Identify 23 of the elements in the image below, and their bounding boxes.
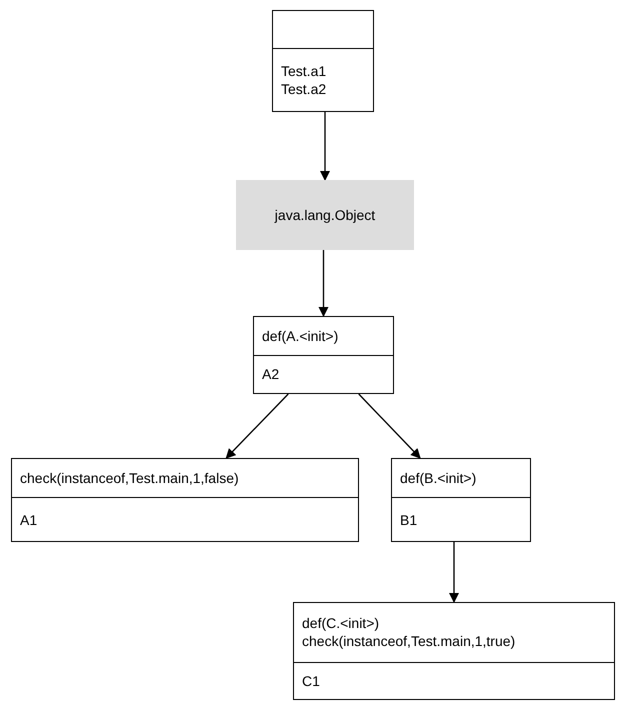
node-text: C1 [302,672,321,690]
node-text: def(A.<init>) [262,326,340,345]
node-text: java.lang.Object [274,206,376,224]
node-text: check(instanceof,Test.main,1,true) [302,632,516,650]
arrow [358,394,421,459]
node-text: def(C.<init>) [302,614,380,632]
node-text: check(instanceof,Test.main,1,false) [20,469,240,488]
arrow [320,112,330,181]
record-box [11,458,359,542]
node-text: A1 [20,510,38,529]
record-box [391,458,531,542]
record-box [293,602,615,700]
arrow [318,250,328,317]
node-text: Test.a1 [281,62,328,80]
arrow [449,542,459,603]
record-box [272,10,374,112]
node-text: B1 [400,510,418,529]
node-text: A2 [262,365,280,384]
record-box [253,316,394,394]
arrow [226,394,289,459]
class-node [236,180,414,250]
node-text: def(B.<init>) [400,469,478,488]
node-text: Test.a2 [281,80,328,98]
